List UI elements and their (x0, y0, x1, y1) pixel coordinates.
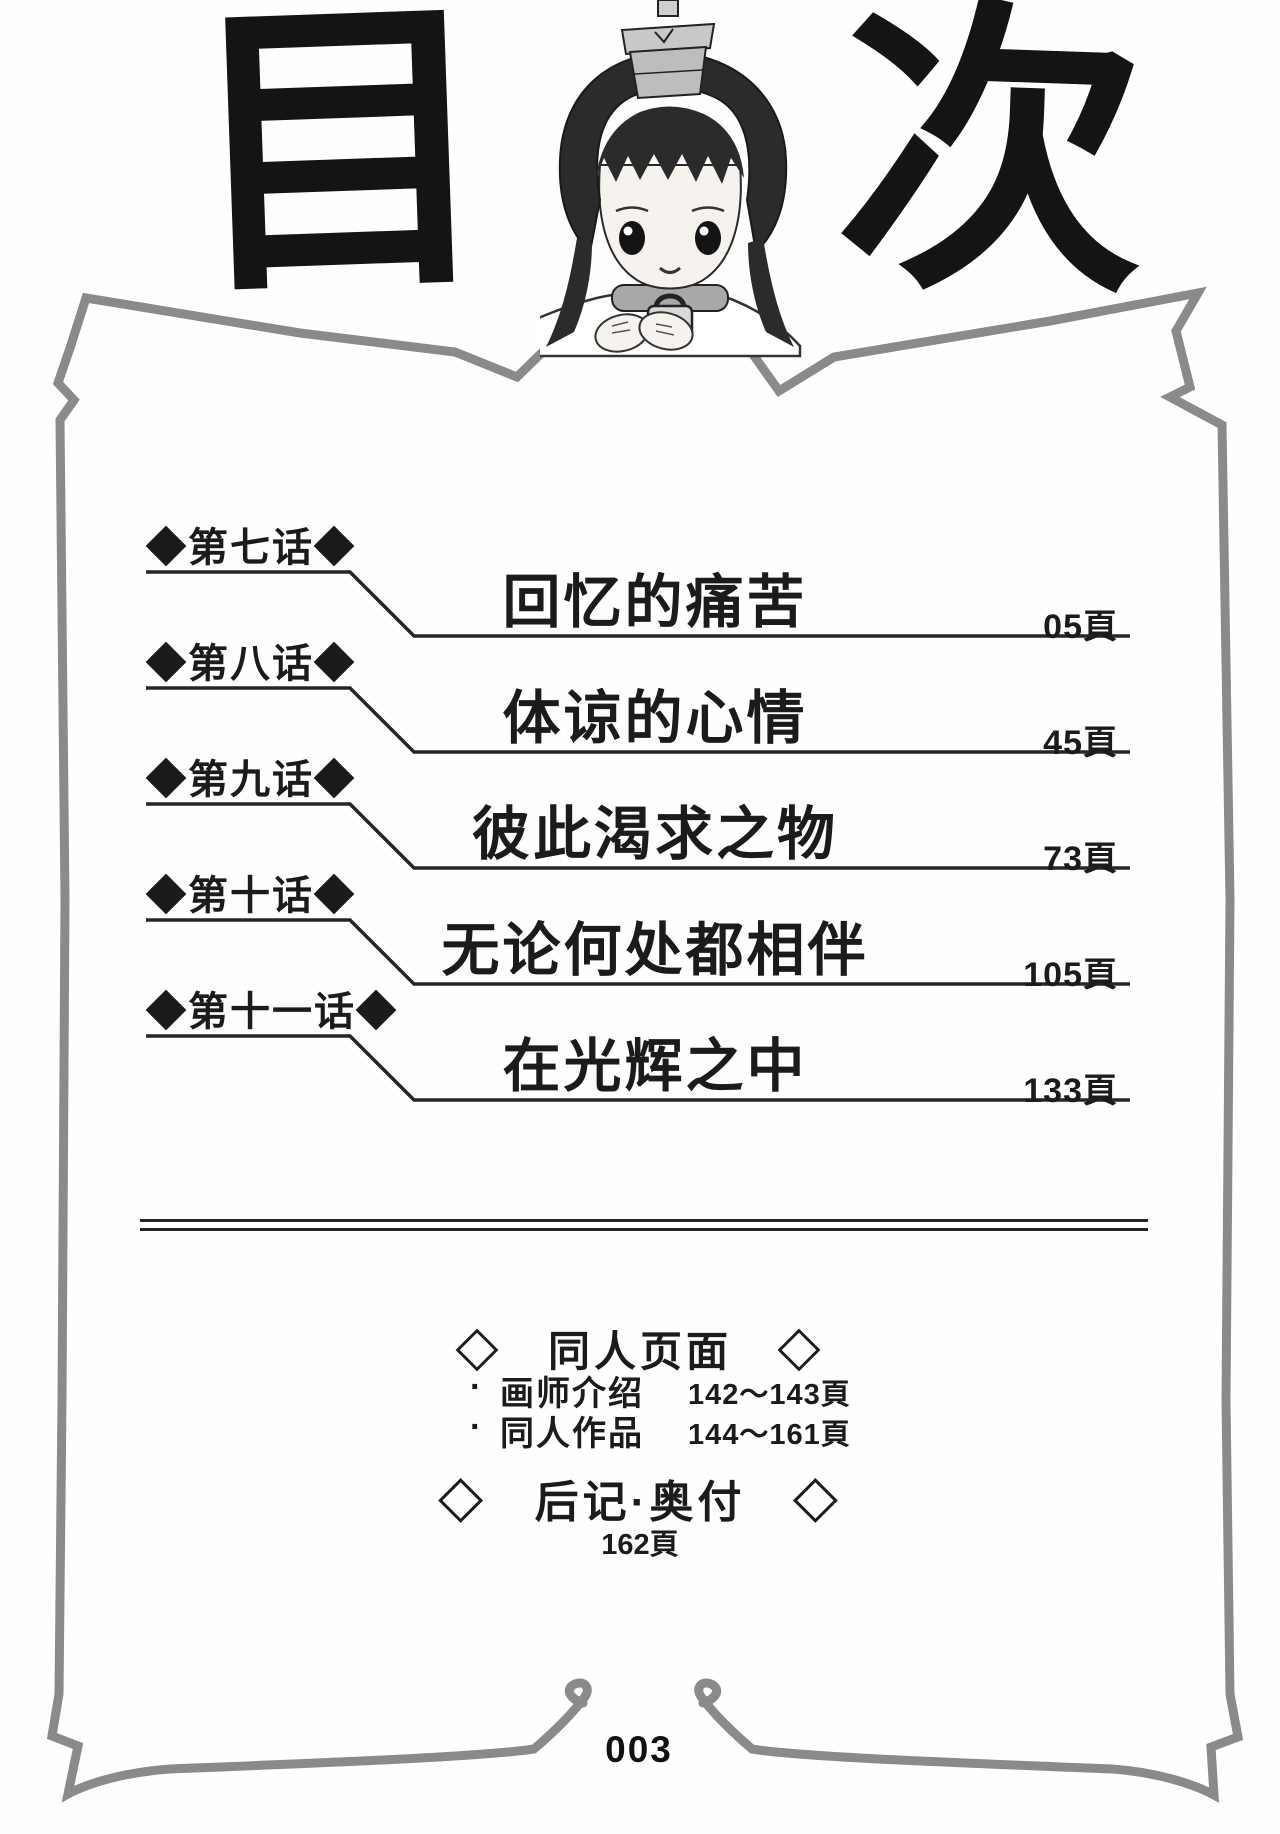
fan-item-pages: 142～143頁 (688, 1379, 851, 1411)
afterword-page-number: 162頁 (601, 1529, 679, 1561)
toc-entry: ◆第十一话◆ 在光辉之中 133頁 (0, 979, 1280, 1111)
fan-section-row: · 画师介绍 142～143頁 (0, 1366, 1280, 1413)
page-title-char-right: 次 (831, 0, 1153, 339)
entry-divider-line (146, 1034, 1130, 1102)
chapter-label: ◆第八话◆ (146, 642, 356, 686)
bullet-dot: · (470, 1368, 482, 1406)
chapter-page-number: 45頁 (1043, 724, 1118, 762)
toc-entry: ◆第七话◆ 回忆的痛苦 05頁 (0, 515, 1280, 647)
chapter-page-number: 05頁 (1043, 608, 1118, 646)
toc-entry: ◆第十话◆ 无论何处都相伴 105頁 (0, 863, 1280, 995)
page-title-char-left: 目 (179, 0, 501, 337)
chapter-title: 在光辉之中 (502, 1034, 808, 1099)
entry-divider-line (146, 686, 1130, 754)
toc-entry: ◆第八话◆ 体谅的心情 45頁 (0, 631, 1280, 763)
entry-divider-line (146, 570, 1130, 638)
fan-section-heading: ◇ 同人页面 ◇ (455, 1328, 824, 1375)
fan-item-label: 画师介绍 (500, 1375, 644, 1413)
chapter-title: 无论何处都相伴 (441, 918, 869, 983)
fan-item-pages: 144～161頁 (688, 1419, 851, 1451)
bullet-dot: · (470, 1408, 482, 1446)
chapter-label: ◆第十话◆ (146, 874, 356, 918)
chibi-girl-illustration (540, 0, 802, 358)
chapter-title: 回忆的痛苦 (502, 570, 808, 635)
double-rule-divider (140, 1219, 1148, 1231)
chapter-page-number: 105頁 (1023, 956, 1118, 994)
chapter-title: 体谅的心情 (502, 686, 808, 751)
fan-section-row: · 同人作品 144～161頁 (0, 1406, 1280, 1453)
entry-divider-line (146, 918, 1130, 986)
chapter-page-number: 133頁 (1023, 1072, 1118, 1110)
afterword-section-heading: ◇ 后记·奥付 ◇ (438, 1478, 842, 1527)
chapter-title: 彼此渴求之物 (471, 802, 838, 867)
chapter-label: ◆第九话◆ (146, 758, 356, 802)
chapter-label: ◆第七话◆ (146, 526, 356, 570)
fan-item-label: 同人作品 (500, 1415, 644, 1453)
chapter-label: ◆第十一话◆ (146, 990, 398, 1034)
entry-divider-line (146, 802, 1130, 870)
chapter-page-number: 73頁 (1043, 840, 1118, 878)
toc-entry: ◆第九话◆ 彼此渴求之物 73頁 (0, 747, 1280, 879)
folio-page-number: 003 (605, 1729, 673, 1770)
